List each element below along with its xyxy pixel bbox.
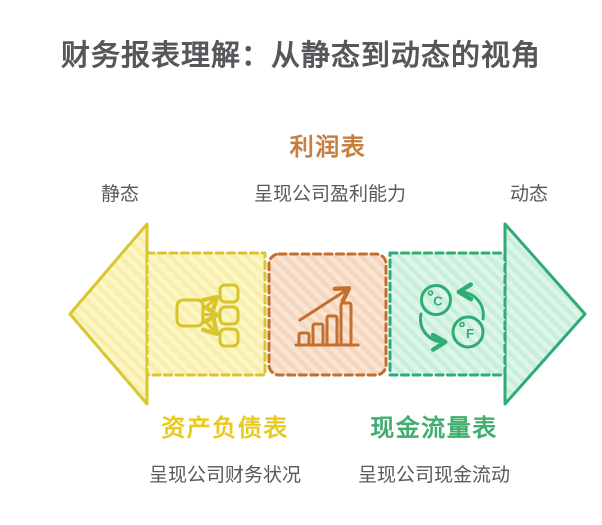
page-title: 财务报表理解：从静态到动态的视角 (60, 40, 541, 72)
balance-sheet-description: 呈现公司财务状况 (148, 465, 301, 486)
cash-flow-description: 呈现公司现金流动 (357, 465, 510, 486)
income-statement-box (267, 252, 388, 377)
distribution-flow-icon (175, 283, 240, 348)
balance-sheet-label: 资产负债表 (161, 415, 289, 442)
static-end-label: 静态 (100, 184, 139, 205)
cash-flow-label: 现金流量表 (370, 415, 498, 442)
celsius-letter: C (433, 294, 443, 309)
dynamic-end-label: 动态 (509, 184, 548, 205)
cash-flow-arrow-right: C F (388, 222, 587, 406)
income-statement-label: 利润表 (289, 134, 367, 161)
rising-bar-chart-icon (294, 286, 360, 347)
fahrenheit-letter: F (466, 326, 474, 341)
income-statement-description: 呈现公司盈利能力 (253, 184, 406, 205)
balance-sheet-arrow-left (68, 222, 267, 406)
celsius-fahrenheit-exchange-icon: C F (418, 282, 485, 352)
